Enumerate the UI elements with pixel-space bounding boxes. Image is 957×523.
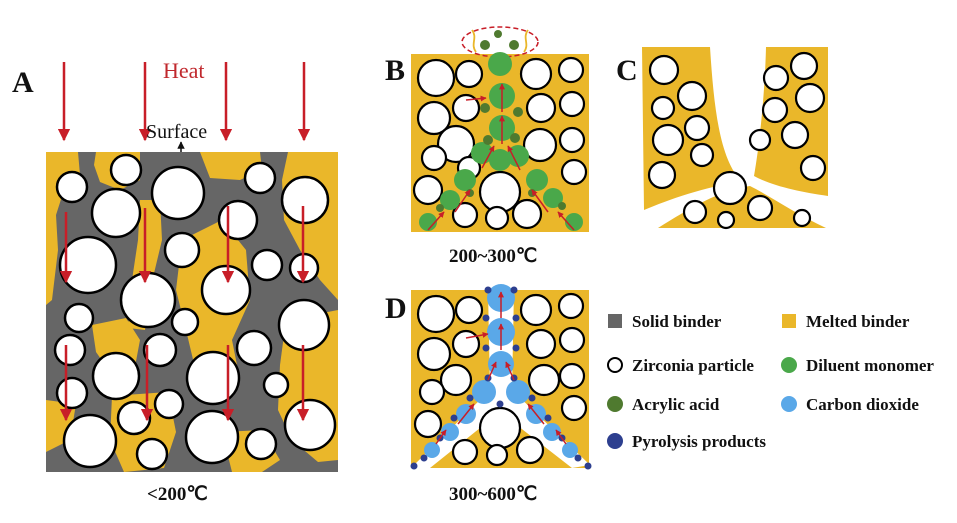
- legend-item-diluent: Diluent monomer: [781, 356, 934, 375]
- panel-c: C: [616, 47, 828, 230]
- diluent-monomer-b: [419, 52, 583, 231]
- heat-flow-arrows: [59, 206, 310, 422]
- flow-arrows-d: [435, 291, 567, 445]
- legend-label: Pyrolysis products: [632, 432, 766, 451]
- panel-a: A Heat Surface: [12, 58, 338, 505]
- legend: Solid binder Melted binder Zirconia part…: [607, 312, 934, 451]
- zirconia-particles-b: [412, 56, 588, 231]
- flow-arrows-b: [427, 83, 575, 231]
- legend-item-zirconia: Zirconia particle: [607, 356, 754, 375]
- legend-item-acrylic: Acrylic acid: [607, 395, 720, 414]
- pyrolysis-swatch: [607, 433, 623, 449]
- co2-swatch: [781, 396, 797, 412]
- panel-a-letter: A: [12, 66, 34, 99]
- melted-binder-swatch: [782, 314, 796, 328]
- solid-binder-swatch: [608, 314, 622, 328]
- escaping-vapor: [471, 29, 529, 53]
- legend-item-melted-binder: Melted binder: [782, 312, 910, 331]
- legend-item-co2: Carbon dioxide: [781, 395, 919, 414]
- zirconia-particles-c: [647, 51, 827, 230]
- legend-item-solid-binder: Solid binder: [608, 312, 722, 331]
- legend-label: Melted binder: [806, 312, 910, 331]
- legend-item-pyrolysis: Pyrolysis products: [607, 432, 766, 451]
- legend-label: Zirconia particle: [632, 356, 754, 375]
- legend-label: Acrylic acid: [632, 395, 720, 414]
- panel-d-letter: D: [385, 292, 407, 325]
- legend-label: Carbon dioxide: [806, 395, 919, 414]
- diluent-swatch: [781, 357, 797, 373]
- zirconia-particles: [53, 153, 337, 471]
- panel-d: D: [385, 284, 592, 505]
- legend-label: Diluent monomer: [806, 356, 934, 375]
- panel-b-temperature: 200~300℃: [449, 246, 537, 267]
- legend-label: Solid binder: [632, 312, 722, 331]
- panel-d-channel: [411, 290, 590, 468]
- acrylic-swatch: [607, 396, 623, 412]
- panel-d-temperature: 300~600℃: [449, 484, 537, 505]
- heat-arrows: [57, 62, 311, 142]
- panel-c-letter: C: [616, 54, 638, 87]
- heat-label: Heat: [163, 58, 205, 83]
- panel-b-letter: B: [385, 54, 405, 87]
- panel-b: B: [385, 26, 589, 267]
- carbon-dioxide-d: [424, 284, 578, 458]
- panel-a-temperature: <200℃: [147, 484, 208, 505]
- acrylic-acid-b: [436, 30, 566, 212]
- zirconia-swatch: [607, 357, 623, 373]
- surface-label: Surface: [146, 121, 207, 143]
